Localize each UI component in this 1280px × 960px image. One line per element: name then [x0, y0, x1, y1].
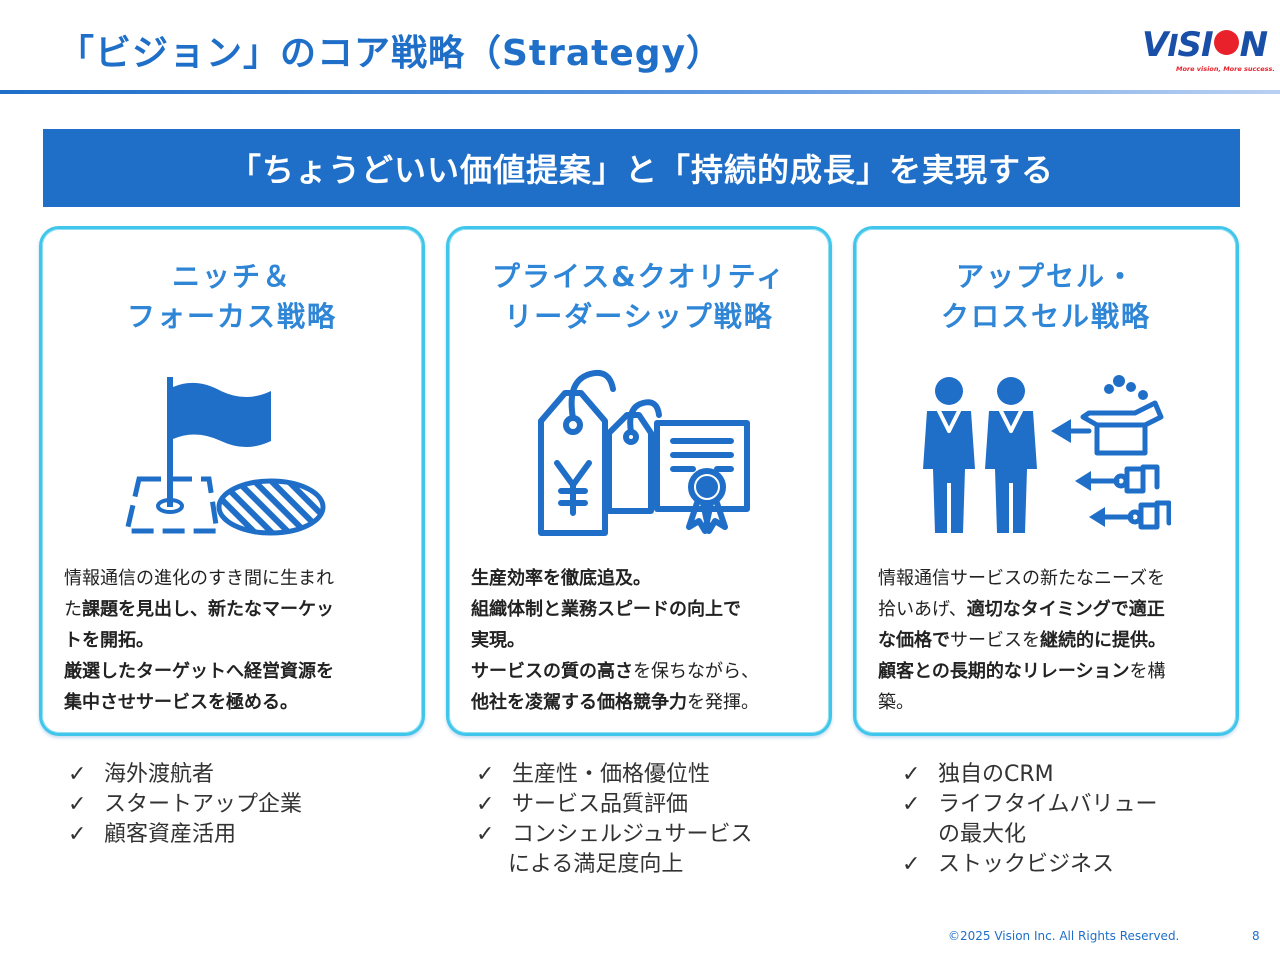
desc-line: 生産効率を徹底追及。 [471, 563, 813, 594]
desc-text: 情報通信サービスの新たなニーズを [878, 568, 1166, 589]
check-item: サービス品質評価 [470, 790, 752, 820]
desc-emphasis: 顧客との長期的なリレーション [878, 661, 1130, 682]
copyright: ©2025 Vision Inc. All Rights Reserved. [948, 929, 1180, 943]
card-title-line1: アップセル・ [955, 260, 1136, 293]
desc-line: 組織体制と業務スピードの向上で [471, 594, 813, 625]
desc-emphasis: トを開拓。 [64, 630, 154, 651]
desc-line: 拾いあげ、適切なタイミングで適正 [878, 594, 1220, 625]
desc-emphasis: 生産効率を徹底追及。 [471, 568, 651, 589]
card-description: 情報通信サービスの新たなニーズを拾いあげ、適切なタイミングで適正な価格でサービス… [878, 563, 1220, 718]
desc-line: トを開拓。 [64, 625, 406, 656]
desc-text: 情報通信の進化のすき間に生まれ [64, 568, 334, 589]
desc-line: 他社を凌駕する価格競争力を発揮。 [471, 687, 813, 718]
desc-emphasis: 継続的に提供。 [1040, 630, 1166, 651]
check-item: ライフタイムバリュー [896, 790, 1158, 820]
check-item-continued: の最大化 [938, 822, 1027, 847]
card-title-line2: フォーカス戦略 [126, 300, 337, 333]
desc-emphasis: 集中させサービスを極める。 [64, 692, 298, 713]
check-list-price-quality: 生産性・価格優位性 サービス品質評価 コンシェルジュサービス による満足度向上 [470, 760, 752, 880]
desc-line: 築。 [878, 687, 1220, 718]
desc-line: 顧客との長期的なリレーションを構 [878, 656, 1220, 687]
check-list-upsell: 独自のCRM ライフタイムバリュー の最大化 ストックビジネス [896, 760, 1158, 880]
desc-emphasis: 他社を凌駕する価格競争力 [471, 692, 687, 713]
desc-line: 集中させサービスを極める。 [64, 687, 406, 718]
card-title: プライス&クオリティ リーダーシップ戦略 [449, 257, 829, 337]
desc-text: 拾いあげ、 [878, 599, 967, 620]
desc-emphasis: な価格で [878, 630, 950, 651]
strategy-banner: 「ちょうどいい価値提案」と「持続的成長」を実現する [43, 129, 1240, 207]
desc-line: な価格でサービスを継続的に提供。 [878, 625, 1220, 656]
desc-text: サービスを [950, 630, 1040, 651]
desc-text: た [64, 599, 82, 620]
card-title-line1: ニッチ＆ [171, 260, 292, 293]
card-description: 生産効率を徹底追及。組織体制と業務スピードの向上で実現。サービスの質の高さを保ち… [471, 563, 813, 718]
customers-products-icon [921, 373, 1172, 543]
desc-emphasis: 実現。 [471, 630, 525, 651]
card-description: 情報通信の進化のすき間に生まれた課題を見出し、新たなマーケットを開拓。厳選したタ… [64, 563, 406, 718]
card-title: ニッチ＆ フォーカス戦略 [42, 257, 422, 337]
check-item-continued: による満足度向上 [508, 852, 684, 877]
card-title-line1: プライス&クオリティ [492, 260, 786, 293]
logo-tagline: More vision, More success. [1176, 65, 1275, 73]
strategy-card-price-quality: プライス&クオリティ リーダーシップ戦略 生産効率を徹底追及。組織体制と業務スピ… [446, 226, 832, 736]
desc-line: サービスの質の高さを保ちながら、 [471, 656, 813, 687]
desc-emphasis: 課題を見出し、新たなマーケッ [82, 599, 334, 620]
check-item: 生産性・価格優位性 [470, 760, 752, 790]
desc-line: 情報通信の進化のすき間に生まれ [64, 563, 406, 594]
card-title-line2: リーダーシップ戦略 [504, 300, 774, 333]
desc-emphasis: 厳選したターゲットへ経営資源を [64, 661, 334, 682]
card-title-line2: クロスセル戦略 [940, 300, 1151, 333]
desc-line: 情報通信サービスの新たなニーズを [878, 563, 1220, 594]
check-item: コンシェルジュサービス [470, 820, 752, 850]
price-tag-certificate-icon [527, 363, 751, 543]
title-divider [0, 90, 1280, 94]
check-list-niche: 海外渡航者 スタートアップ企業 顧客資産活用 [62, 760, 302, 850]
desc-emphasis: 組織体制と業務スピードの向上で [471, 599, 741, 620]
card-title: アップセル・ クロスセル戦略 [856, 257, 1236, 337]
flag-target-icon [121, 369, 331, 543]
desc-text: を保ちながら、 [633, 661, 759, 682]
strategy-card-upsell-crosssell: アップセル・ クロスセル戦略 [853, 226, 1239, 736]
desc-line: 厳選したターゲットへ経営資源を [64, 656, 406, 687]
strategy-card-niche: ニッチ＆ フォーカス戦略 情報通信の進化のすき間に生まれた課題を見出し、新たなマ… [39, 226, 425, 736]
desc-text: を構 [1129, 661, 1166, 682]
check-item: 海外渡航者 [62, 760, 302, 790]
page-title: 「ビジョン」のコア戦略（Strategy） [58, 33, 724, 74]
desc-emphasis: 適切なタイミングで適正 [966, 599, 1165, 620]
desc-emphasis: サービスの質の高さ [471, 661, 633, 682]
desc-line: た課題を見出し、新たなマーケッ [64, 594, 406, 625]
check-item: 独自のCRM [896, 760, 1158, 790]
page-number: 8 [1252, 929, 1260, 943]
desc-text: を発揮。 [687, 692, 759, 713]
check-item: ストックビジネス [896, 850, 1158, 880]
check-item: スタートアップ企業 [62, 790, 302, 820]
desc-text: 築。 [878, 692, 914, 713]
desc-line: 実現。 [471, 625, 813, 656]
check-item: 顧客資産活用 [62, 820, 302, 850]
